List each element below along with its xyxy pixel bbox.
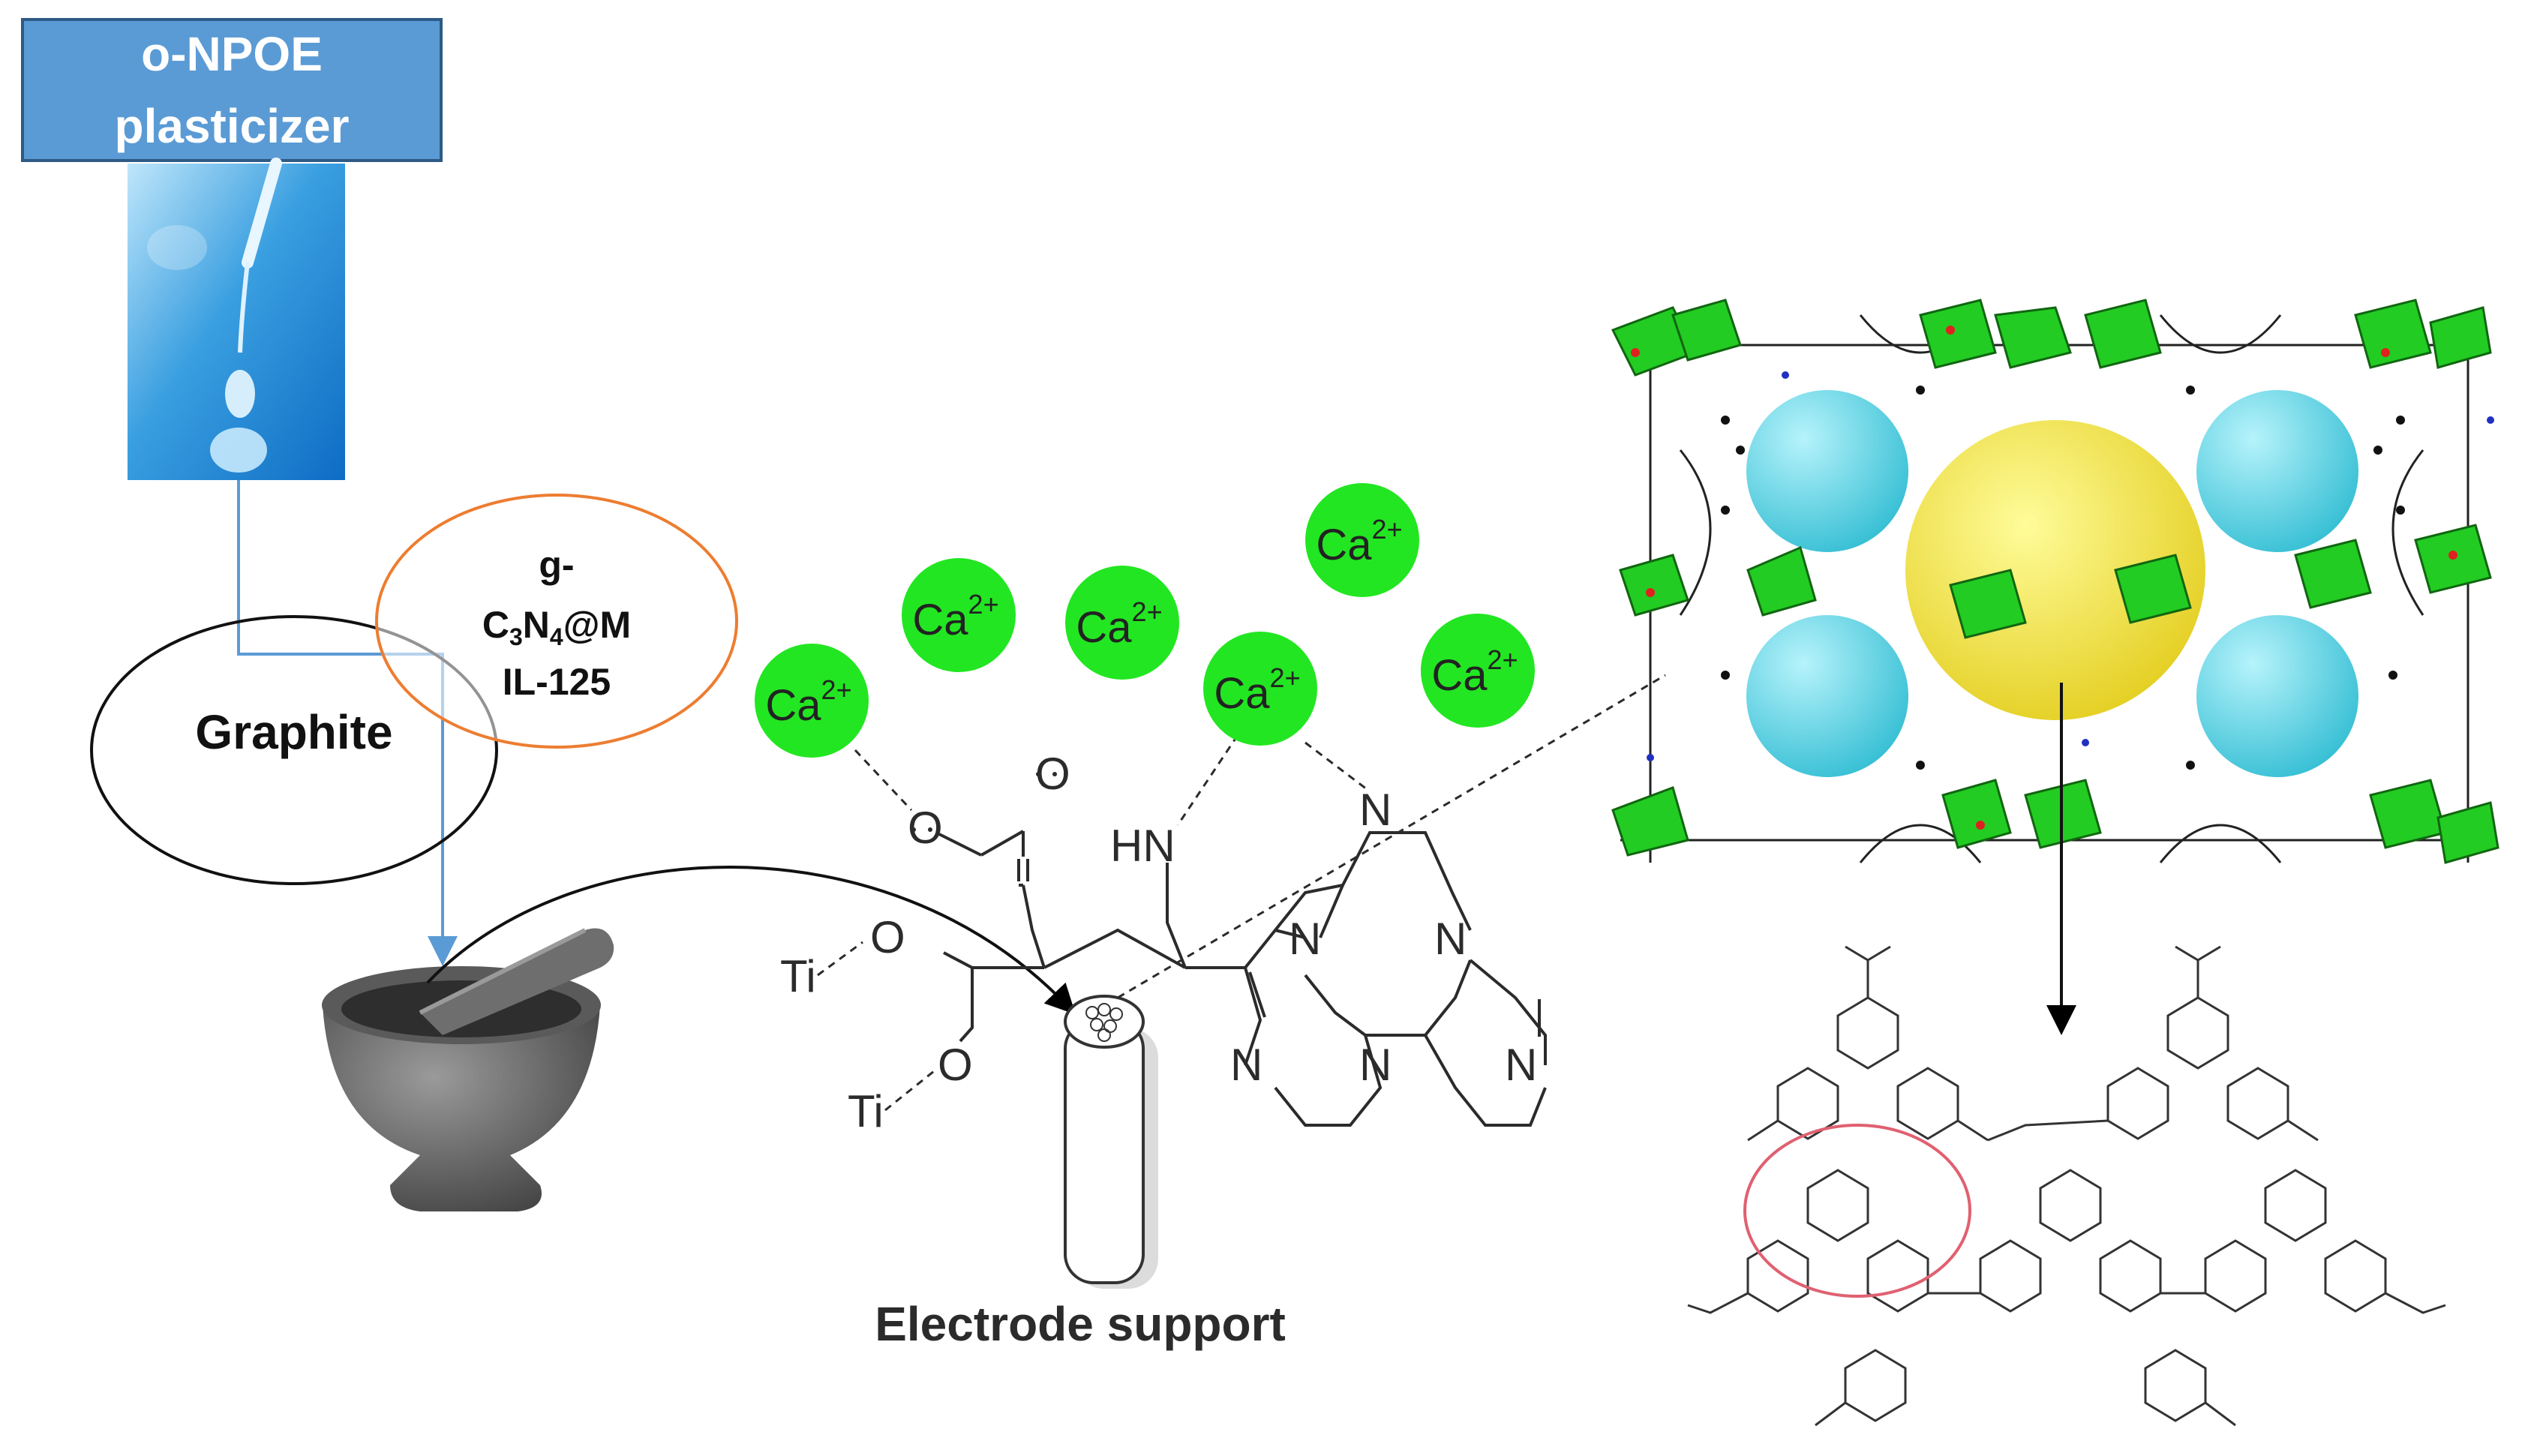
ca-ion-3: Ca2+ [1065,566,1179,680]
nitrogen-label-1: N [1359,785,1392,835]
electrode-support-label: Electrode support [875,1297,1286,1351]
dashed-coordination-bonds [817,674,1666,1112]
oxygen-label-2: O [938,1040,973,1090]
plasticizer-label-line1: o-NPOE [141,27,323,81]
nitrogen-label-2: N [1289,914,1321,964]
modifier-label-line1: g- [539,544,574,586]
ca-ion-4: Ca2+ [1203,632,1317,746]
chemical-structure [938,830,1547,1127]
ca-ion-1: Ca2+ [755,644,869,758]
svg-text:Ca2+: Ca2+ [1431,644,1518,700]
amine-label: HN [1110,821,1175,871]
ca-ion-5: Ca2+ [1305,483,1419,597]
graphite-label: Graphite [195,705,392,759]
ca-ion-6: Ca2+ [1421,614,1535,728]
repeating-unit-highlight [1743,1124,1971,1298]
gc3n4-network-image [1687,945,2446,1427]
plasticizer-label-line2: plasticizer [114,99,350,153]
nitrogen-label-5: N [1359,1040,1392,1090]
oxygen-label-1: O [870,912,905,962]
svg-text:Ca2+: Ca2+ [1214,662,1300,718]
nitrogen-label-4: N [1230,1040,1262,1090]
graphite-ellipse [90,615,498,885]
mortar-pestle-image [322,928,614,1211]
modifier-label-line2: C3N4@M [482,604,631,650]
ca-ion-2: Ca2+ [902,558,1016,672]
water-drop-image [128,158,345,480]
ti-label-bottom: Ti [848,1086,884,1136]
svg-text:Ca2+: Ca2+ [912,589,998,644]
svg-text:Ca2+: Ca2+ [1316,514,1402,569]
mof-structure-image [1611,299,2499,864]
plasticizer-connector-line [237,480,458,966]
svg-text:Ca2+: Ca2+ [1076,596,1162,652]
electrode-support [1064,995,1158,1289]
ti-label-top: Ti [780,951,816,1001]
plasticizer-box: o-NPOE plasticizer [21,18,443,162]
modifier-label-line3: IL-125 [503,661,611,703]
nitrogen-label-3: N [1434,914,1467,964]
mortar-to-electrode-arrow [426,866,1076,1015]
nitrogen-label-6: N [1505,1040,1537,1090]
svg-text:Ca2+: Ca2+ [765,674,851,730]
modifier-ellipse [375,494,738,749]
